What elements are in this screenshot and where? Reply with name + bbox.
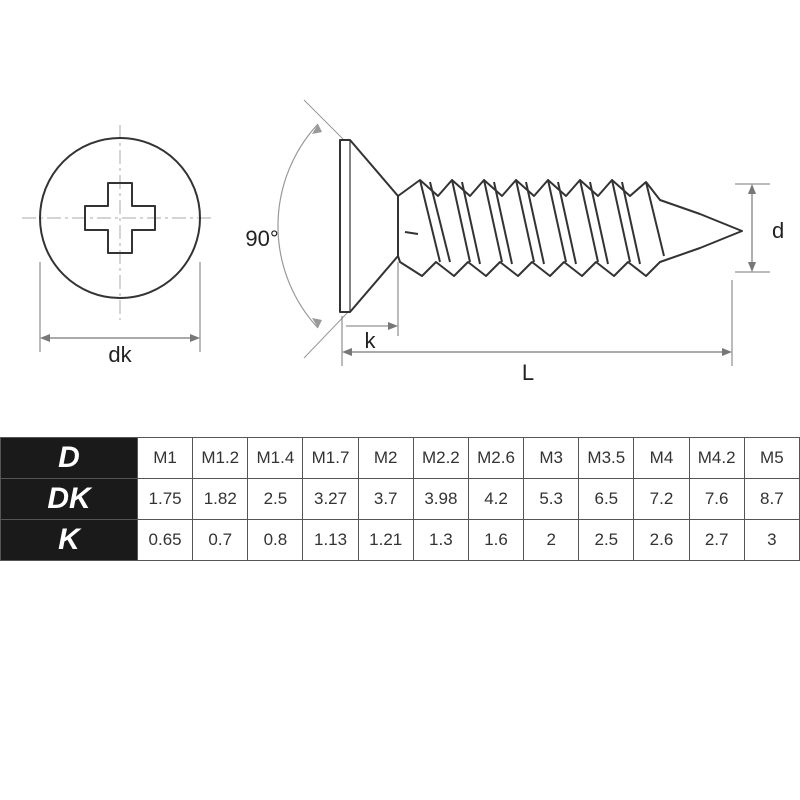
table-cell: 1.75 [136, 478, 194, 520]
table-cell: 0.7 [192, 519, 249, 561]
table-cell: 1.6 [467, 519, 525, 561]
angle-label: 90° [245, 226, 278, 251]
table-cell: 2.6 [633, 519, 690, 561]
table-cell: 0.8 [247, 519, 304, 561]
phillips-cross-recess [84, 182, 156, 254]
table-cell: 8.7 [743, 478, 800, 520]
table-cell: M4 [633, 437, 690, 479]
table-cell: M1 [136, 437, 194, 479]
table-cell: 5.3 [523, 478, 580, 520]
table-cell: 2.5 [247, 478, 304, 520]
countersunk-head [339, 139, 399, 313]
table-cell: 6.5 [578, 478, 635, 520]
table-cell: 1.3 [412, 519, 469, 561]
table-cell: M1.2 [192, 437, 249, 479]
row-header: D [0, 437, 138, 479]
table-cell: 1.82 [192, 478, 249, 520]
table-cell: M2 [357, 437, 414, 479]
table-cell: M2.2 [412, 437, 469, 479]
row-header: DK [0, 478, 138, 520]
table-cell: 3.27 [302, 478, 359, 520]
table-cell: 3.7 [357, 478, 414, 520]
row-header: K [0, 519, 138, 561]
table-cell: 2.5 [578, 519, 635, 561]
screw-head-top-view: dk [22, 125, 215, 367]
k-label: k [365, 328, 377, 353]
table-cell: 0.65 [136, 519, 194, 561]
table-cell: 7.2 [633, 478, 690, 520]
L-label: L [522, 360, 534, 385]
table-cell: M4.2 [688, 437, 745, 479]
table-cell: M5 [743, 437, 800, 479]
table-cell: M2.6 [467, 437, 525, 479]
table-cell: 2.7 [688, 519, 745, 561]
table-cell: M1.4 [247, 437, 304, 479]
table-cell: M3.5 [578, 437, 635, 479]
screw-dimension-drawing: dk 90° [22, 99, 784, 385]
table-cell: 7.6 [688, 478, 745, 520]
table-cell: 4.2 [467, 478, 525, 520]
d-label: d [772, 218, 784, 243]
table-cell: M1.7 [302, 437, 359, 479]
table-cell: 2 [523, 519, 580, 561]
thread-lines [404, 179, 665, 265]
table-cell: 1.21 [357, 519, 414, 561]
table-cell: 3.98 [412, 478, 469, 520]
table-cell: 1.13 [302, 519, 359, 561]
dk-label: dk [108, 342, 132, 367]
table-cell: M3 [523, 437, 580, 479]
angle-arc [277, 123, 319, 329]
threaded-shank [397, 179, 743, 277]
screw-side-view: 90° d [245, 99, 784, 385]
table-cell: 3 [743, 519, 800, 561]
